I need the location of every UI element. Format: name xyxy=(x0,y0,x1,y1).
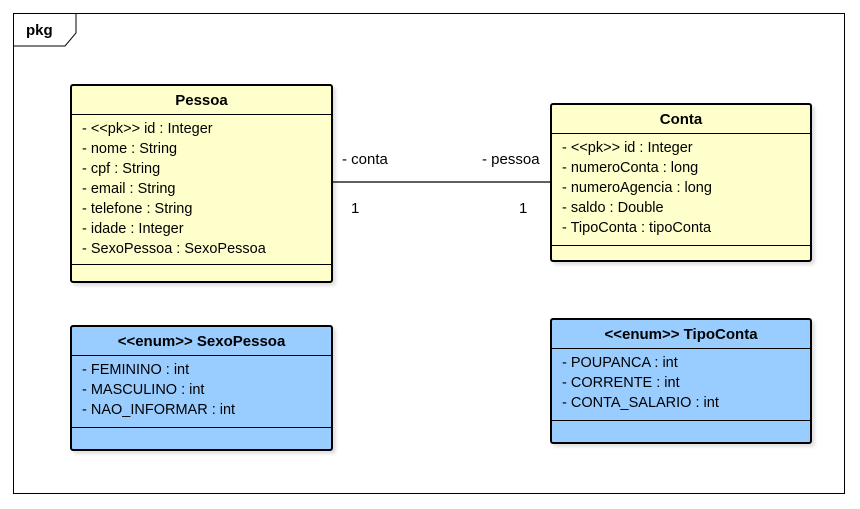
attribute-list: - <<pk>> id : Integer - nome : String - … xyxy=(72,115,331,265)
attribute: - NAO_INFORMAR : int xyxy=(82,402,236,418)
association-multiplicity-right: 1 xyxy=(519,200,528,217)
association-role-right: - pessoa xyxy=(482,151,540,168)
class-conta[interactable]: Conta - <<pk>> id : Integer - numeroCont… xyxy=(550,103,812,262)
attribute: - FEMININO : int xyxy=(82,362,190,378)
attribute: - saldo : Double xyxy=(562,200,664,216)
package-tab xyxy=(13,13,77,47)
enum-tipo-conta[interactable]: <<enum>> TipoConta - POUPANCA : int - CO… xyxy=(550,318,812,444)
class-name: <<enum>> SexoPessoa xyxy=(72,327,331,356)
attribute: - CONTA_SALARIO : int xyxy=(562,395,719,411)
attribute: - nome : String xyxy=(82,141,178,157)
class-name: Conta xyxy=(552,105,810,134)
attribute-list: - <<pk>> id : Integer - numeroConta : lo… xyxy=(552,134,810,246)
class-name: Pessoa xyxy=(72,86,331,115)
association-role-left: - conta xyxy=(342,151,388,168)
attribute-list: - POUPANCA : int - CORRENTE : int - CONT… xyxy=(552,349,810,421)
attribute: - SexoPessoa : SexoPessoa xyxy=(82,241,266,257)
association-multiplicity-left: 1 xyxy=(351,200,360,217)
attribute: - idade : Integer xyxy=(82,221,184,237)
attribute: - cpf : String xyxy=(82,161,161,177)
attribute: - numeroConta : long xyxy=(562,160,699,176)
attribute: - numeroAgencia : long xyxy=(562,180,712,196)
attribute: - telefone : String xyxy=(82,201,193,217)
package-label: pkg xyxy=(26,22,53,39)
package-frame xyxy=(13,13,845,494)
attribute: - MASCULINO : int xyxy=(82,382,205,398)
attribute: - <<pk>> id : Integer xyxy=(82,121,213,137)
attribute: - TipoConta : tipoConta xyxy=(562,220,712,236)
attribute: - email : String xyxy=(82,181,176,197)
attribute-list: - FEMININO : int - MASCULINO : int - NAO… xyxy=(72,356,331,428)
attribute: - <<pk>> id : Integer xyxy=(562,140,693,156)
attribute: - CORRENTE : int xyxy=(562,375,680,391)
class-pessoa[interactable]: Pessoa - <<pk>> id : Integer - nome : St… xyxy=(70,84,333,283)
attribute: - POUPANCA : int xyxy=(562,355,678,371)
enum-sexo-pessoa[interactable]: <<enum>> SexoPessoa - FEMININO : int - M… xyxy=(70,325,333,451)
class-name: <<enum>> TipoConta xyxy=(552,320,810,349)
